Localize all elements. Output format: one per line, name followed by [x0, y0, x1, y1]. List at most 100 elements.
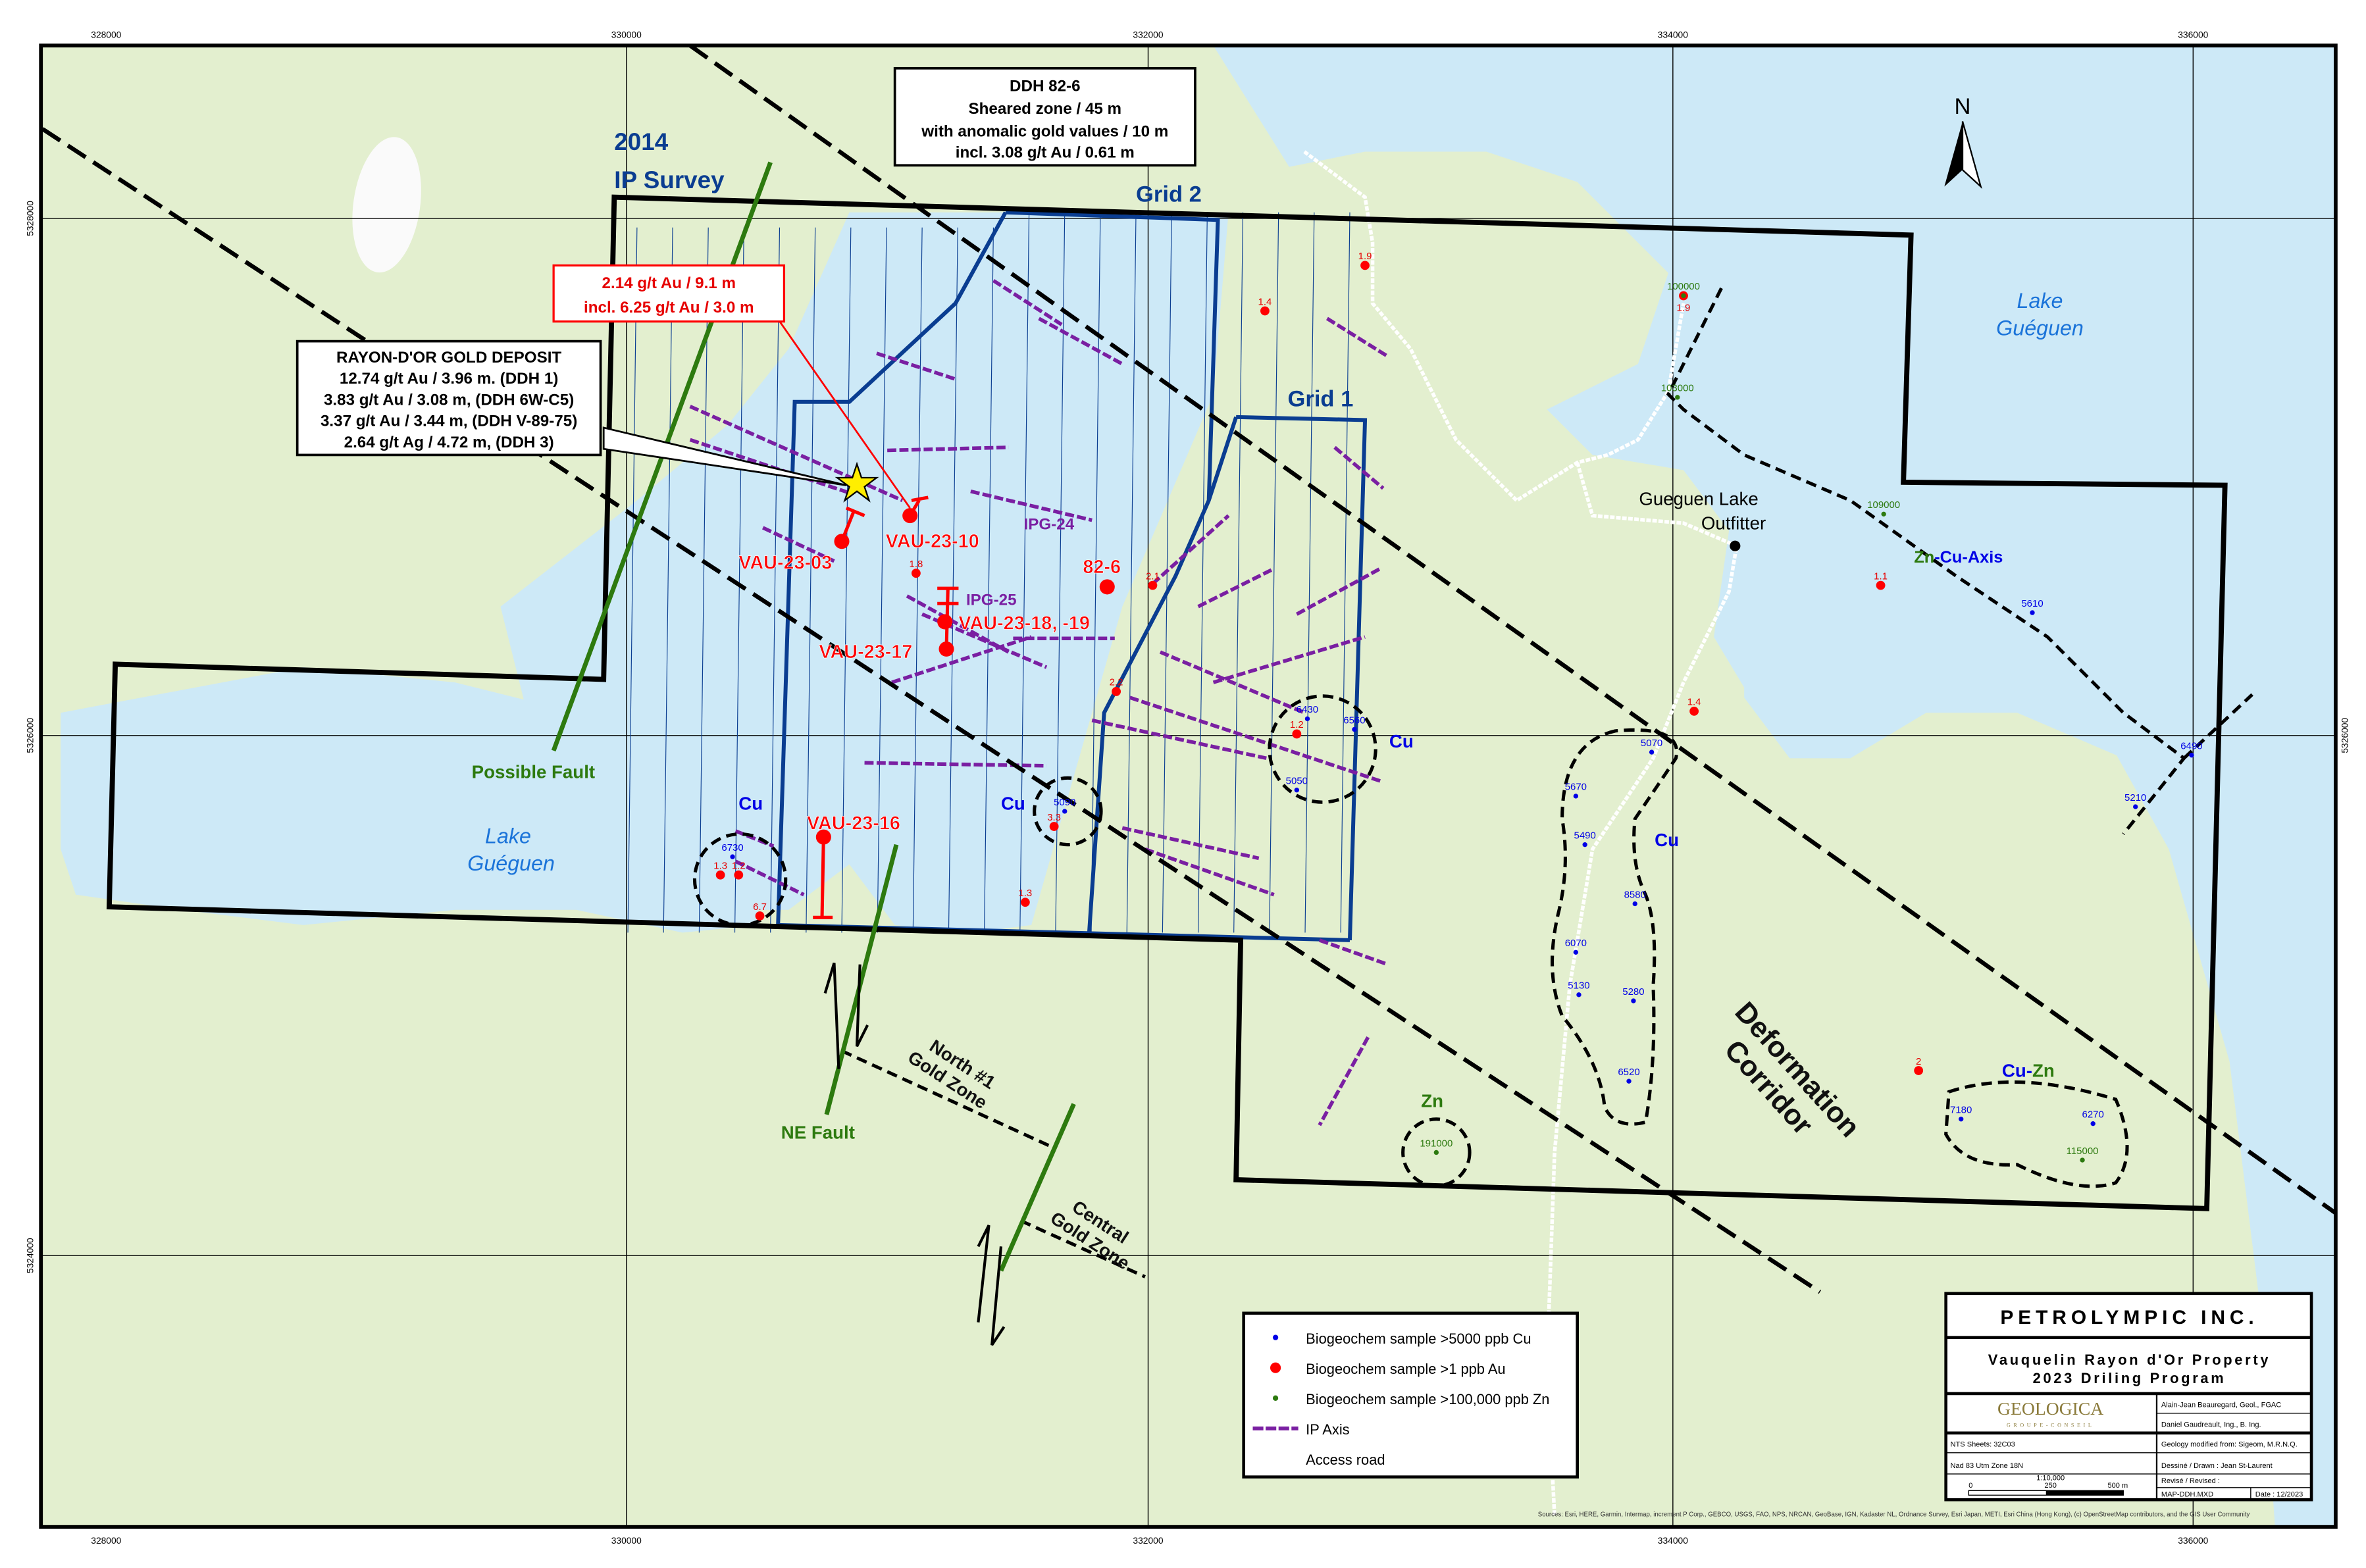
y-axis-ticks: 5328000 5326000 5324000 5326000: [25, 201, 2350, 1273]
cu-zone-label: Cu: [738, 794, 763, 814]
legend-item: IP Axis: [1306, 1421, 1350, 1438]
zn-sample-icon: [1272, 1395, 1279, 1401]
drawn-by: Dessiné / Drawn : Jean St-Laurent: [2161, 1462, 2273, 1470]
ip-axis-label: IPG-25: [966, 592, 1017, 609]
cu-sample-point: [1631, 998, 1636, 1003]
ip-axis: [1197, 567, 1275, 609]
survey-grid-lines: [627, 212, 1350, 933]
svg-text:RAYON-D'OR GOLD DEPOSIT: RAYON-D'OR GOLD DEPOSIT: [336, 349, 561, 367]
zn-sample-point: [2080, 1157, 2085, 1163]
gold-deposit-star-icon: [835, 461, 879, 503]
svg-text:with anomalic gold values / 10: with anomalic gold values / 10 m: [921, 122, 1168, 140]
zn-sample-label: 100000: [1667, 281, 1700, 292]
ip-axis: [1144, 847, 1275, 897]
au-sample-point: [1360, 261, 1370, 270]
au-sample-label: 1.4: [1687, 697, 1701, 708]
cu-sample-label: 6270: [2082, 1109, 2104, 1120]
cu-sample-label: 6490: [2180, 740, 2202, 751]
au-sample-label: 1.3: [713, 861, 727, 872]
survey-line: [1197, 212, 1208, 933]
scale-tick: 0: [1968, 1482, 1972, 1490]
survey-line: [1233, 212, 1244, 933]
outfitter-label: Gueguen Lake: [1639, 488, 1758, 509]
cu-sample-point: [1352, 726, 1357, 732]
grid1-label: Grid 1: [1288, 387, 1354, 412]
cu-sample-label: 6070: [1565, 938, 1587, 949]
ip-survey-label: IP Survey: [614, 166, 725, 193]
ip-axis: [891, 635, 1032, 684]
au-sample-point: [1020, 898, 1030, 907]
svg-text:DDH 82-6: DDH 82-6: [1010, 77, 1081, 95]
au-sample-label: 1.8: [910, 559, 923, 570]
datum: Nad 83 Utm Zone 18N: [1951, 1462, 2024, 1470]
drill-hole-label: VAU-23-03: [738, 552, 832, 573]
au-sample-label: 1.2: [732, 861, 746, 872]
survey-line: [734, 227, 744, 933]
vau-23-10-callout: 2.14 g/t Au / 9.1 m incl. 6.25 g/t Au / …: [552, 264, 786, 323]
grid2-label: Grid 2: [1136, 182, 1202, 207]
x-tick: 334000: [1658, 1535, 1688, 1546]
svg-text:12.74 g/t Au / 3.96 m. (DDH 1): 12.74 g/t Au / 3.96 m. (DDH 1): [340, 370, 558, 388]
map-date: Date : 12/2023: [2255, 1491, 2303, 1499]
cu-sample-label: 6520: [1618, 1067, 1639, 1078]
au-sample-label: 1.9: [1677, 303, 1691, 314]
cu-zn-zone-label: Cu-Zn: [2002, 1060, 2055, 1080]
ip-axis: [1121, 826, 1260, 861]
ip-axis: [1151, 514, 1230, 586]
x-tick: 336000: [2178, 30, 2208, 40]
cu-sample-label: 5280: [1622, 986, 1644, 998]
geology-source: Geology modified from: Sigeom, M.R.N.Q.: [2161, 1441, 2298, 1449]
x-tick: 328000: [91, 30, 121, 40]
map-frame: [39, 43, 2338, 1529]
ip-axis: [906, 594, 1010, 654]
drill-hole-collar[interactable]: [834, 534, 850, 549]
survey-line: [627, 227, 638, 933]
drill-hole-collar[interactable]: [1099, 579, 1115, 595]
zn-sample-point: [1681, 293, 1686, 299]
attribution: Sources: Esri, HERE, Garmin, Intermap, i…: [1538, 1511, 2250, 1519]
company-name: PETROLYMPIC INC.: [2000, 1307, 2258, 1328]
ddh-82-6-callout: DDH 82-6 Sheared zone / 45 m with anomal…: [893, 66, 1196, 167]
nts-sheets: NTS Sheets: 32C03: [1951, 1441, 2015, 1449]
rayon-dor-leader: [602, 426, 847, 486]
ip-axis: [992, 279, 1063, 326]
drill-hole-collar[interactable]: [902, 508, 918, 524]
ip-axis: [921, 612, 1048, 669]
ip-axis: [1091, 719, 1267, 761]
cu-sample-label: 6560: [1343, 715, 1365, 726]
author: Alain-Jean Beauregard, Geol., FGAC: [2161, 1402, 2281, 1409]
lake-label: Lake: [2017, 289, 2063, 313]
cu-zone-labels: Cu Cu Cu Cu: [738, 731, 1679, 850]
biogeochem-samples: 6730509064306560505050705670549085806070…: [713, 251, 2203, 1163]
au-sample-point: [1914, 1066, 1924, 1075]
legend-item: Biogeochem sample >100,000 ppb Zn: [1306, 1391, 1549, 1407]
drill-hole-collar[interactable]: [939, 641, 954, 657]
drill-hole-label: VAU-23-16: [807, 813, 900, 834]
ip-axes: [689, 279, 1389, 1126]
cu-sample-point: [1632, 901, 1637, 907]
au-sample-point: [1292, 729, 1302, 739]
cu-sample-point: [1573, 794, 1579, 799]
cu-sample-point: [1649, 749, 1655, 755]
svg-text:2.64 g/t Ag / 4.72 m, (DDH 3): 2.64 g/t Ag / 4.72 m, (DDH 3): [344, 434, 554, 451]
drill-hole-labels: VAU-23-03 VAU-23-10 82-6 VAU-23-18, -19 …: [738, 531, 1121, 834]
vau-23-10-leader: [775, 316, 911, 509]
lake-label: Lake: [485, 824, 531, 847]
cu-sample-label: 5610: [2021, 598, 2043, 609]
cu-sample-point: [730, 854, 735, 859]
drill-hole-collar[interactable]: [937, 614, 953, 630]
project-subtitle: 2023 Driling Program: [2033, 1370, 2226, 1386]
cu-sample-label: 7180: [1950, 1105, 1972, 1116]
legend-item: Biogeochem sample >1 ppb Au: [1306, 1361, 1505, 1377]
ip-axis-label: IPG-24: [1024, 515, 1075, 533]
author: Daniel Gaudreault, Ing., B. Ing.: [2161, 1421, 2261, 1429]
cu-sample-point: [2030, 610, 2035, 615]
legend-item: Biogeochem sample >5000 ppb Cu: [1306, 1330, 1531, 1347]
cu-zone-label: Cu: [1655, 830, 1679, 850]
drill-hole-collar[interactable]: [815, 829, 831, 845]
au-sample-point: [911, 569, 921, 578]
survey-line: [1126, 212, 1137, 933]
au-sample-point: [1112, 687, 1121, 696]
cu-sample-label: 5070: [1641, 738, 1662, 749]
